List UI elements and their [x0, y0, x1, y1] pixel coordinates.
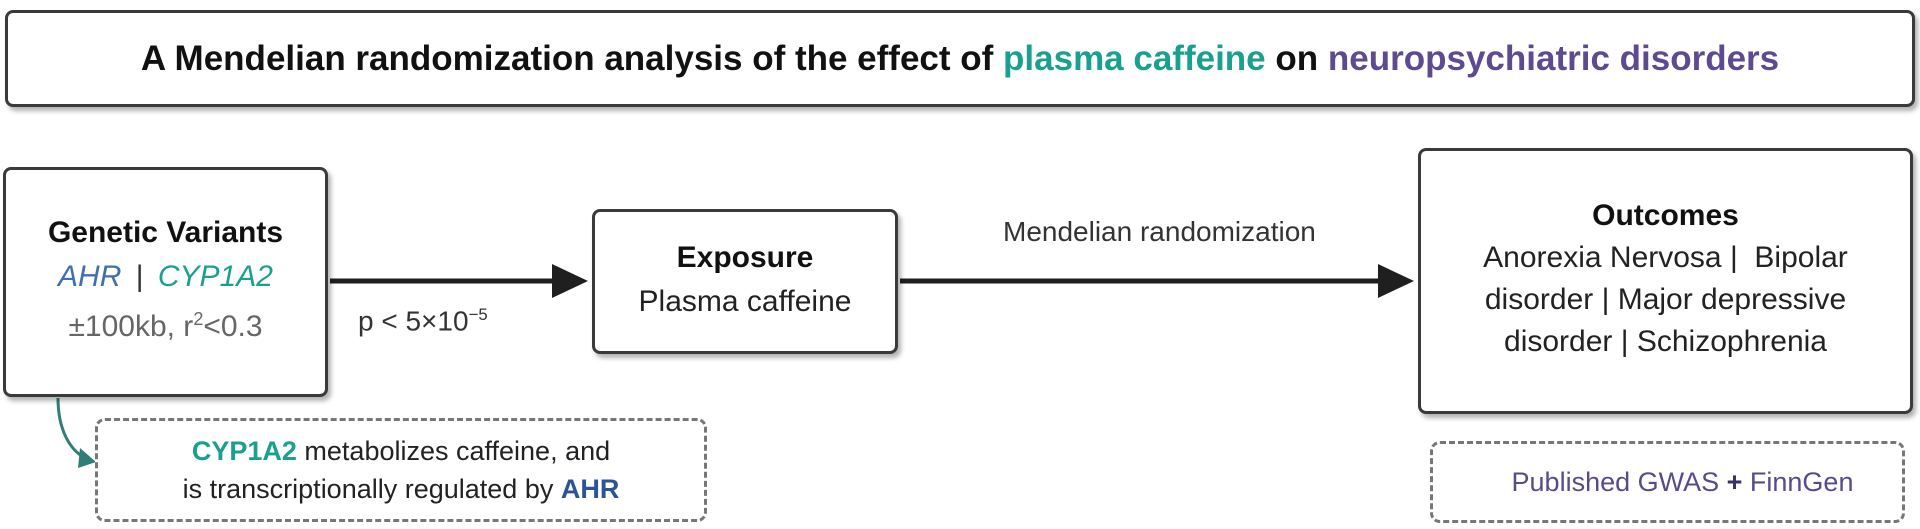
cyp1a2-note-line-2: is transcriptionally regulated by AHR	[183, 470, 620, 508]
r2-exponent: 2	[193, 309, 204, 329]
note-text-1: metabolizes caffeine, and	[296, 436, 611, 466]
arrow-variants-to-exposure	[330, 264, 588, 298]
selection-window: ±100kb, r2<0.3	[68, 298, 262, 348]
title-outcome-text: neuropsychiatric disorders	[1327, 38, 1780, 78]
exposure-box: Exposure Plasma caffeine	[592, 209, 898, 354]
gene-list: AHR | CYP1A2	[58, 256, 273, 298]
exposure-heading: Exposure	[676, 240, 814, 274]
note-gene-cyp1a2: CYP1A2	[191, 436, 297, 466]
r2-threshold: <0.3	[203, 310, 263, 343]
title-text-part2: on	[1265, 38, 1328, 78]
p-value-base: p < 5×10	[358, 305, 469, 337]
gwas-plus: +	[1726, 466, 1743, 497]
gwas-source-note-box: Published GWAS + FinnGen	[1430, 441, 1905, 523]
title-box: A Mendelian randomization analysis of th…	[5, 10, 1915, 107]
curved-connector-arrow	[56, 397, 96, 468]
gwas-source-text: Published GWAS + FinnGen	[1482, 436, 1854, 529]
gwas-part2: FinnGen	[1742, 466, 1854, 497]
genetic-variants-box: Genetic Variants AHR | CYP1A2 ±100kb, r2…	[3, 167, 328, 397]
outcomes-line-1: Anorexia Nervosa | Bipolar	[1483, 241, 1848, 274]
p-value-threshold-label: p < 5×10−5	[358, 305, 488, 337]
outcomes-line-3: disorder | Schizophrenia	[1504, 325, 1827, 358]
p-value-exponent: −5	[468, 305, 488, 324]
gene-separator: |	[135, 260, 144, 293]
genetic-variants-heading: Genetic Variants	[47, 216, 284, 249]
gwas-part1: Published GWAS	[1511, 466, 1727, 497]
note-text-2: is transcriptionally regulated by	[182, 474, 561, 504]
cyp1a2-note-line-1: CYP1A2 metabolizes caffeine, and	[192, 432, 610, 470]
window-text: ±100kb, r	[68, 310, 194, 343]
outcomes-box: Outcomes Anorexia Nervosa | Bipolar diso…	[1418, 148, 1913, 414]
title-exposure-text: plasma caffeine	[1003, 38, 1266, 78]
cyp1a2-note-box: CYP1A2 metabolizes caffeine, and is tran…	[95, 418, 707, 522]
outcomes-heading: Outcomes	[1592, 199, 1739, 232]
title-text-part1: A Mendelian randomization analysis of th…	[140, 38, 1004, 78]
note-gene-ahr: AHR	[560, 474, 620, 504]
exposure-value: Plasma caffeine	[638, 284, 852, 318]
outcomes-line-2: disorder | Major depressive	[1484, 283, 1847, 316]
gene-ahr: AHR	[58, 260, 122, 293]
mendelian-randomization-label: Mendelian randomization	[1003, 216, 1316, 247]
gene-cyp1a2: CYP1A2	[157, 260, 273, 293]
arrow-exposure-to-outcomes	[900, 264, 1414, 298]
